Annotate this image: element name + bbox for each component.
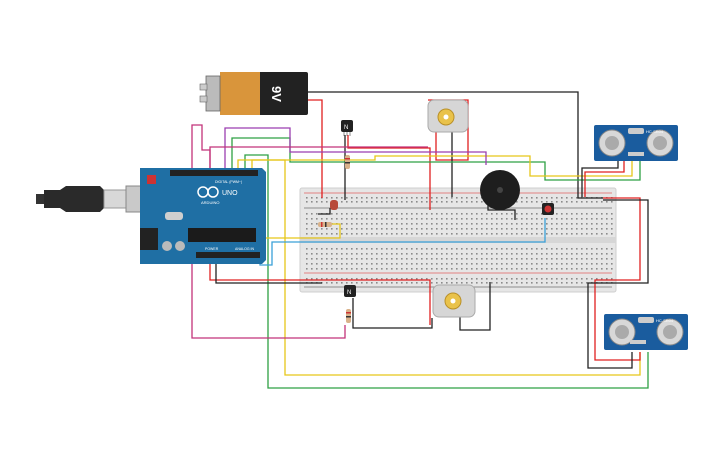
crystal (165, 212, 183, 220)
arduino-model: UNO (222, 190, 238, 197)
photoresistor[interactable] (542, 203, 554, 215)
capacitor-1 (162, 241, 172, 251)
wire-yellow-1 (237, 155, 633, 177)
wire-transistor1-red (347, 135, 431, 210)
capacitor-2 (175, 241, 185, 251)
wire-green-2 (244, 154, 649, 389)
analog-label: ANALOG IN (235, 247, 255, 251)
digital-label: DIGITAL (PWM~) (215, 180, 242, 184)
transistor-top[interactable]: N (341, 120, 353, 136)
wire-battery-red (307, 99, 323, 198)
arduino-brand: ARDUINO (201, 200, 219, 205)
arduino-logo-icon (197, 186, 219, 198)
wire-sensor1-red (584, 160, 625, 197)
motor-bottom[interactable] (432, 284, 476, 318)
wire-green-1 (231, 137, 641, 181)
wire-transistor2-black (352, 298, 433, 329)
resistor-top[interactable] (345, 155, 350, 169)
wires (191, 91, 649, 389)
battery-9v[interactable]: 9V (199, 72, 308, 115)
wire-battery-black (307, 91, 603, 199)
transistor-top-label: N (344, 125, 348, 131)
wire-led (318, 208, 331, 215)
wire-sensor1-black (581, 160, 619, 197)
sensor-bottom-label: HC-SR04 (656, 318, 674, 323)
battery-label: 9V (269, 86, 284, 102)
resistor-bottom[interactable] (346, 309, 351, 323)
power-label: POWER (205, 247, 219, 251)
transistor-bottom-label: N (347, 290, 351, 296)
wire-purple (224, 127, 487, 168)
led[interactable] (330, 200, 338, 210)
motor-top[interactable] (427, 99, 469, 133)
wire-magenta-1 (191, 124, 346, 339)
reset-button[interactable] (147, 175, 156, 184)
wire-arduino-black (215, 258, 322, 284)
wire-magenta-2 (209, 146, 428, 168)
analog-header (196, 252, 260, 258)
wire-yellow-2 (251, 159, 641, 376)
buzzer[interactable] (480, 170, 520, 210)
transistor-bottom[interactable]: N (344, 285, 356, 297)
ultrasonic-sensor-top[interactable]: HC-SR04 (594, 125, 678, 161)
breadboard-holes (306, 197, 613, 284)
sensor-top-label: HC-SR04 (646, 129, 664, 134)
wire-right-black (587, 199, 649, 369)
arduino-uno[interactable]: ARDUINO UNO DIGITAL (PWM~) POWER ANALOG … (36, 168, 266, 264)
digital-header (170, 170, 258, 176)
wire-motor2-black (459, 282, 491, 331)
wire-right-red (594, 197, 641, 361)
usb-plug (36, 194, 44, 204)
ultrasonic-sensor-bottom[interactable]: HC-SR04 (604, 314, 688, 350)
power-jack (140, 228, 158, 250)
usb-cable-connector (44, 186, 104, 212)
atmega-chip (188, 228, 256, 242)
breadboard (299, 187, 617, 293)
resistor-breadboard[interactable] (318, 222, 332, 227)
wire-arduino-red (209, 258, 431, 325)
wire-yellow-3 (258, 223, 341, 239)
